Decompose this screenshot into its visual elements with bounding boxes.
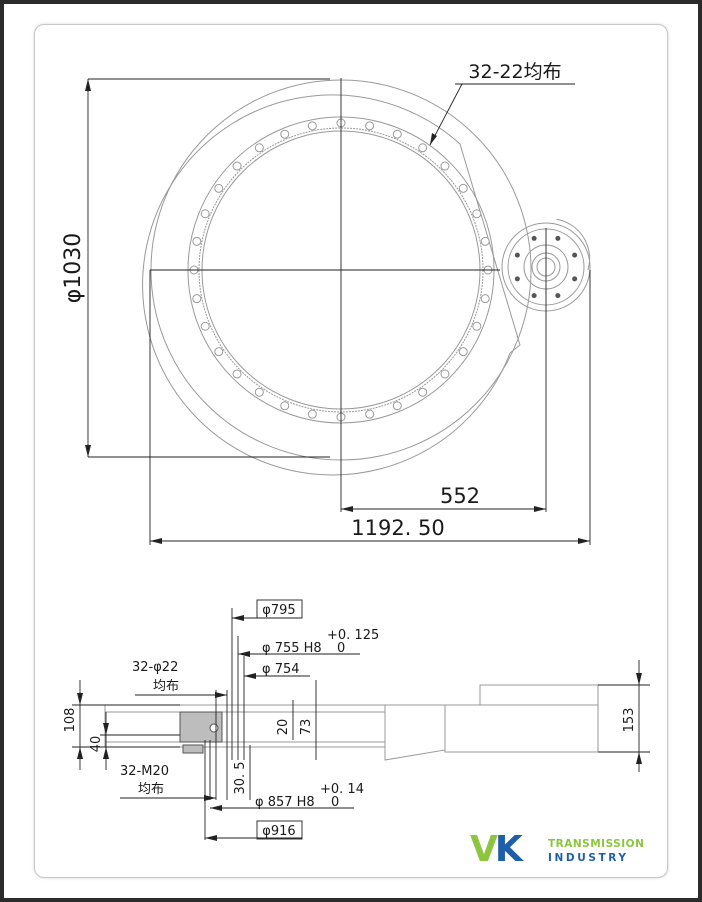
housing-outline — [142, 94, 591, 476]
label-30-5: 30. 5 — [233, 761, 248, 794]
bolt-hole — [440, 369, 450, 379]
bolt-hole — [418, 143, 428, 153]
label-hole-note-top-2: 均布 — [153, 679, 179, 694]
section-view: φ795 +0. 125 φ 755 H8 0 φ 754 32-φ22 均布 … — [63, 599, 650, 841]
label-hole-note-bottom-1: 32-M20 — [120, 764, 169, 779]
bolt-hole — [480, 236, 490, 246]
label-d857-lower-tol: 0 — [331, 795, 339, 810]
arrow-top — [85, 79, 91, 91]
bolt-hole — [472, 209, 482, 219]
diameter-label: φ1030 — [61, 233, 86, 304]
bolt-hole — [458, 183, 468, 193]
bolt-hole — [192, 294, 202, 304]
bolt-hole — [192, 236, 202, 246]
bolt-hole — [214, 347, 224, 357]
bolt-hole — [365, 121, 375, 131]
flange-hole-pattern — [514, 235, 578, 299]
bolt-hole — [200, 209, 210, 219]
bolt-hole — [392, 401, 402, 411]
hole-note-top: 32-22均布 — [468, 61, 561, 83]
bolt-hole — [307, 121, 317, 131]
bolt-hole — [440, 161, 450, 171]
label-d857-upper-tol: +0. 14 — [320, 782, 364, 797]
label-73: 73 — [299, 719, 314, 736]
company-logo: VK TRANSMISSION INDUSTRY — [470, 830, 660, 870]
logo-text-line1: TRANSMISSION — [548, 838, 645, 850]
flange-hole — [531, 235, 537, 241]
top-view: φ1030 32-22均布 552 1192. 50 — [61, 61, 591, 545]
bolt-hole — [280, 129, 290, 139]
drawing-card — [34, 24, 668, 878]
bolt-hole — [365, 409, 375, 419]
label-hole-note-top-1: 32-φ22 — [132, 660, 178, 675]
flange-hole — [572, 276, 578, 282]
section-body — [104, 684, 599, 761]
bolt-hole — [200, 321, 210, 331]
label-d795: φ795 — [262, 603, 295, 618]
logo-letter-v: V — [470, 829, 498, 870]
label-d754: φ 754 — [262, 662, 300, 677]
dimension-label-1192: 1192. 50 — [351, 516, 445, 540]
logo-mark: VK — [470, 829, 523, 870]
label-40: 40 — [89, 736, 104, 753]
label-d916: φ916 — [262, 824, 295, 839]
hole-note-arrow — [430, 133, 437, 145]
bolt-hole — [418, 387, 428, 397]
flange-hole — [555, 293, 561, 299]
label-d755-lower-tol: 0 — [337, 641, 345, 656]
bolt-hole — [280, 401, 290, 411]
hole-note-leader — [429, 83, 463, 146]
bolt-hole — [254, 143, 264, 153]
bolt-hole — [214, 183, 224, 193]
dimension-label-552: 552 — [440, 484, 480, 508]
logo-letter-k: K — [494, 829, 523, 870]
bolt-hole — [232, 369, 242, 379]
label-153: 153 — [622, 708, 637, 733]
label-108: 108 — [63, 708, 78, 733]
bolt-hole — [472, 321, 482, 331]
logo-text-line2: INDUSTRY — [548, 852, 629, 864]
flange-hole — [572, 252, 578, 258]
label-hole-note-bottom-2: 均布 — [138, 782, 164, 797]
flange-hole — [514, 252, 520, 258]
bolt-hole — [480, 294, 490, 304]
label-d857: φ 857 H8 — [255, 795, 315, 810]
label-d755-upper-tol: +0. 125 — [327, 628, 379, 643]
bolt-hole — [254, 387, 264, 397]
bolt-hole — [458, 347, 468, 357]
label-20: 20 — [276, 719, 291, 736]
flange-hole — [555, 235, 561, 241]
flange-hole — [531, 293, 537, 299]
bolt-hole — [307, 409, 317, 419]
bolt-hole — [232, 161, 242, 171]
arrow-bottom — [85, 445, 91, 457]
label-d755: φ 755 H8 — [262, 641, 322, 656]
bolt-hole — [392, 129, 402, 139]
flange-hole — [514, 276, 520, 282]
